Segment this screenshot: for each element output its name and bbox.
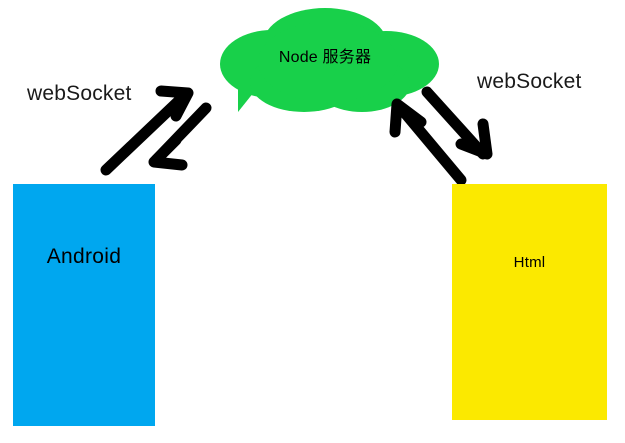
client-box-android-label: Android <box>46 245 122 268</box>
arrow-down-head-left <box>148 134 188 171</box>
client-box-android[interactable]: Android <box>13 184 155 426</box>
node-server-cloud[interactable]: Node 服务器 <box>200 2 450 134</box>
client-box-html[interactable]: Html <box>452 184 607 420</box>
websocket-label-right: webSocket <box>477 70 582 93</box>
websocket-label-left: webSocket <box>27 82 132 105</box>
connector-arrows-right[interactable] <box>383 86 501 186</box>
arrow-up-head-left <box>155 85 194 122</box>
cloud-icon <box>220 8 439 112</box>
connector-arrows-left[interactable] <box>98 82 218 182</box>
arrow-down-head-right <box>455 118 493 160</box>
arrow-up-head-right <box>389 98 427 138</box>
arrow-up-shaft-left <box>100 88 192 176</box>
client-box-html-label: Html <box>513 253 546 271</box>
node-server-label: Node 服务器 <box>278 49 372 66</box>
